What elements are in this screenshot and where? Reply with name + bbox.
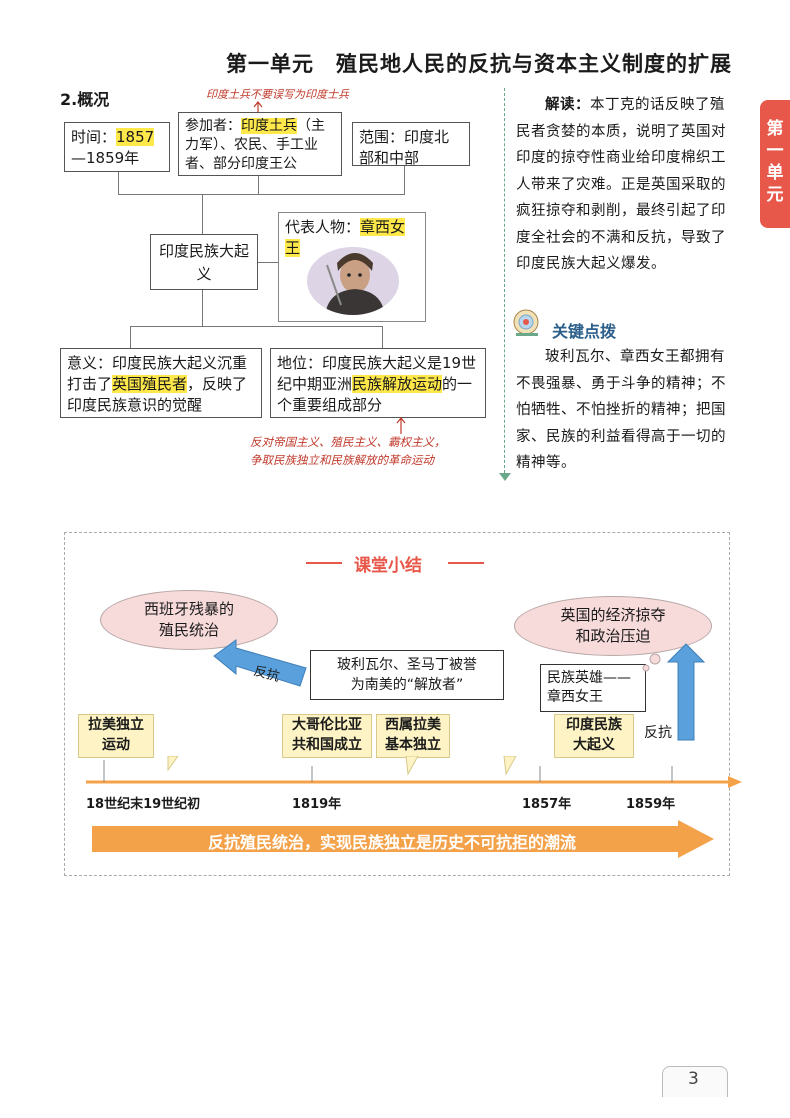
event-latam-independence: 拉美独立运动 bbox=[78, 714, 154, 758]
tick-label-1: 18世纪末19世纪初 bbox=[86, 797, 201, 812]
event-gran-colombia: 大哥伦比亚共和国成立 bbox=[282, 714, 372, 758]
status-box: 地位：印度民族大起义是19世纪中期亚洲民族解放运动的一个重要组成部分 bbox=[270, 348, 486, 418]
summary-title-line-right bbox=[448, 562, 484, 564]
participants-box: 参加者：印度土兵（主力军）、农民、手工业者、部分印度王公 bbox=[178, 112, 342, 176]
event-indian-rebellion: 印度民族大起义 bbox=[554, 714, 634, 758]
banner-text: 反抗殖民统治，实现民族独立是历史不可抗拒的潮流 bbox=[207, 833, 576, 852]
cloud-right: 英国的经济掠夺和政治压迫 bbox=[514, 596, 712, 656]
meaning-box: 意义：印度民族大起义沉重打击了英国殖民者，反映了印度民族意识的觉醒 bbox=[60, 348, 262, 418]
note-arrow-icon bbox=[396, 417, 406, 434]
thought-bubble-icon bbox=[642, 653, 661, 672]
resist-label-right: 反抗 bbox=[642, 722, 674, 742]
portrait-image bbox=[307, 247, 399, 315]
time-box: 时间：1857—1859年 bbox=[64, 122, 170, 172]
banner-arrow bbox=[92, 820, 714, 858]
page-header-title: 第一单元 殖民地人民的反抗与资本主义制度的扩展 bbox=[226, 51, 732, 76]
hero-box: 民族英雄——章西女王 bbox=[540, 664, 646, 712]
event-spanish-latam: 西属拉美基本独立 bbox=[376, 714, 450, 758]
page-number: 3 bbox=[688, 1069, 699, 1089]
scope-box: 范围：印度北部和中部 bbox=[352, 122, 470, 167]
summary-panel bbox=[64, 532, 730, 876]
divider-arrow-icon bbox=[499, 473, 511, 481]
tick-label-4: 1859年 bbox=[626, 797, 676, 812]
summary-title: 课堂小结 bbox=[354, 556, 422, 576]
handwritten-note-bottom-2: 争取民族独立和民族解放的革命运动 bbox=[250, 453, 434, 467]
sidebar-divider bbox=[504, 88, 505, 478]
target-icon bbox=[513, 309, 539, 336]
center-box: 印度民族大起义 bbox=[150, 234, 258, 290]
reading-paragraph: 解读：本丁克的话反映了殖民者贪婪的本质，说明了英国对印度的掠夺性商业给印度棉织工… bbox=[516, 97, 726, 272]
timeline-axis bbox=[86, 756, 742, 788]
tip-title: 关键点拨 bbox=[552, 322, 617, 341]
page-number-tab bbox=[662, 1066, 728, 1097]
liberator-box: 玻利瓦尔、圣马丁被誉为南美的“解放者” bbox=[310, 650, 504, 700]
section-heading: 2.概况 bbox=[60, 90, 110, 109]
resist-arrow-left bbox=[213, 639, 307, 687]
handwritten-note-top: 印度土兵不要误写为印度士兵 bbox=[206, 88, 349, 101]
resist-arrow-right bbox=[666, 643, 706, 741]
cloud-left: 西班牙残暴的殖民统治 bbox=[100, 590, 278, 650]
tick-label-2: 1819年 bbox=[292, 797, 342, 812]
unit-side-tab: 第一单元 bbox=[760, 100, 790, 228]
summary-title-line-left bbox=[306, 562, 342, 564]
tick-label-3: 1857年 bbox=[522, 797, 572, 812]
handwritten-note-bottom-1: 反对帝国主义、殖民主义、霸权主义， bbox=[250, 435, 446, 449]
figure-box: 代表人物：章西女王 bbox=[278, 212, 426, 322]
tip-paragraph: 玻利瓦尔、章西女王都拥有不畏强暴、勇于斗争的精神；不怕牺牲、不怕挫折的精神；把国… bbox=[516, 349, 726, 471]
